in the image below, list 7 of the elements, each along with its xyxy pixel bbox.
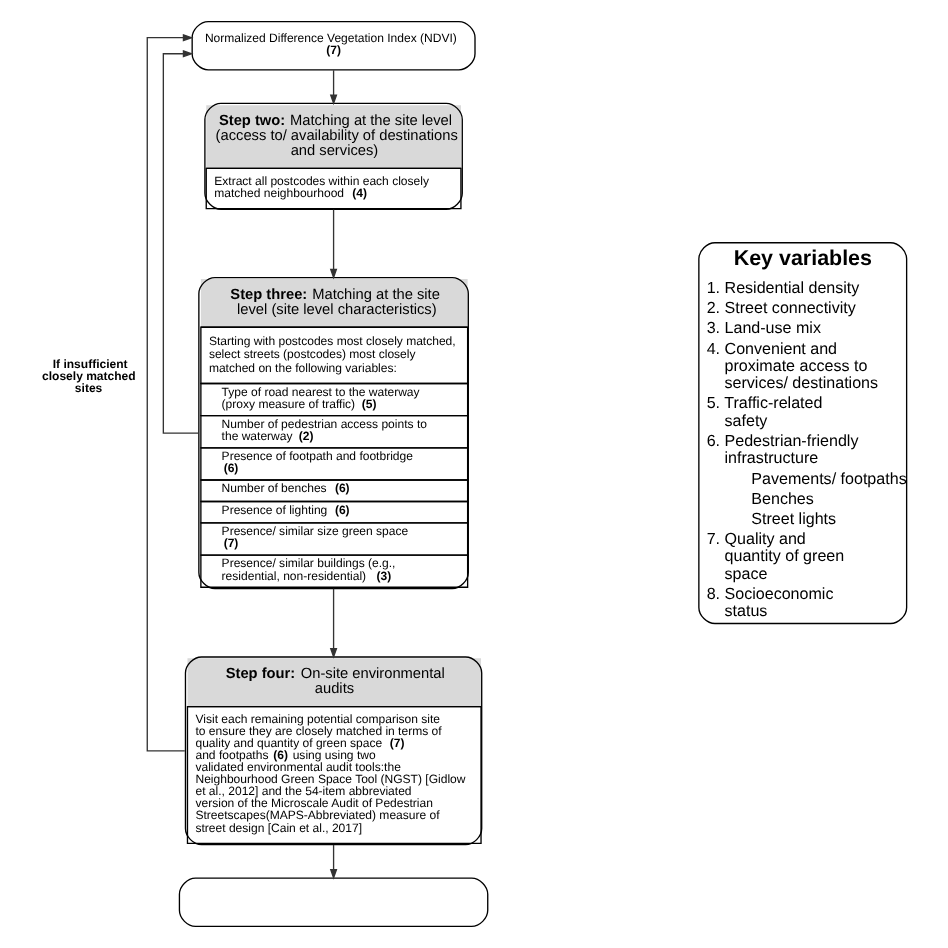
arrow — [329, 844, 338, 880]
arrow — [329, 588, 338, 659]
node-box — [178, 877, 489, 928]
arrow — [162, 50, 199, 434]
arrow — [329, 209, 338, 280]
arrow — [146, 33, 194, 752]
arrow — [329, 69, 338, 106]
